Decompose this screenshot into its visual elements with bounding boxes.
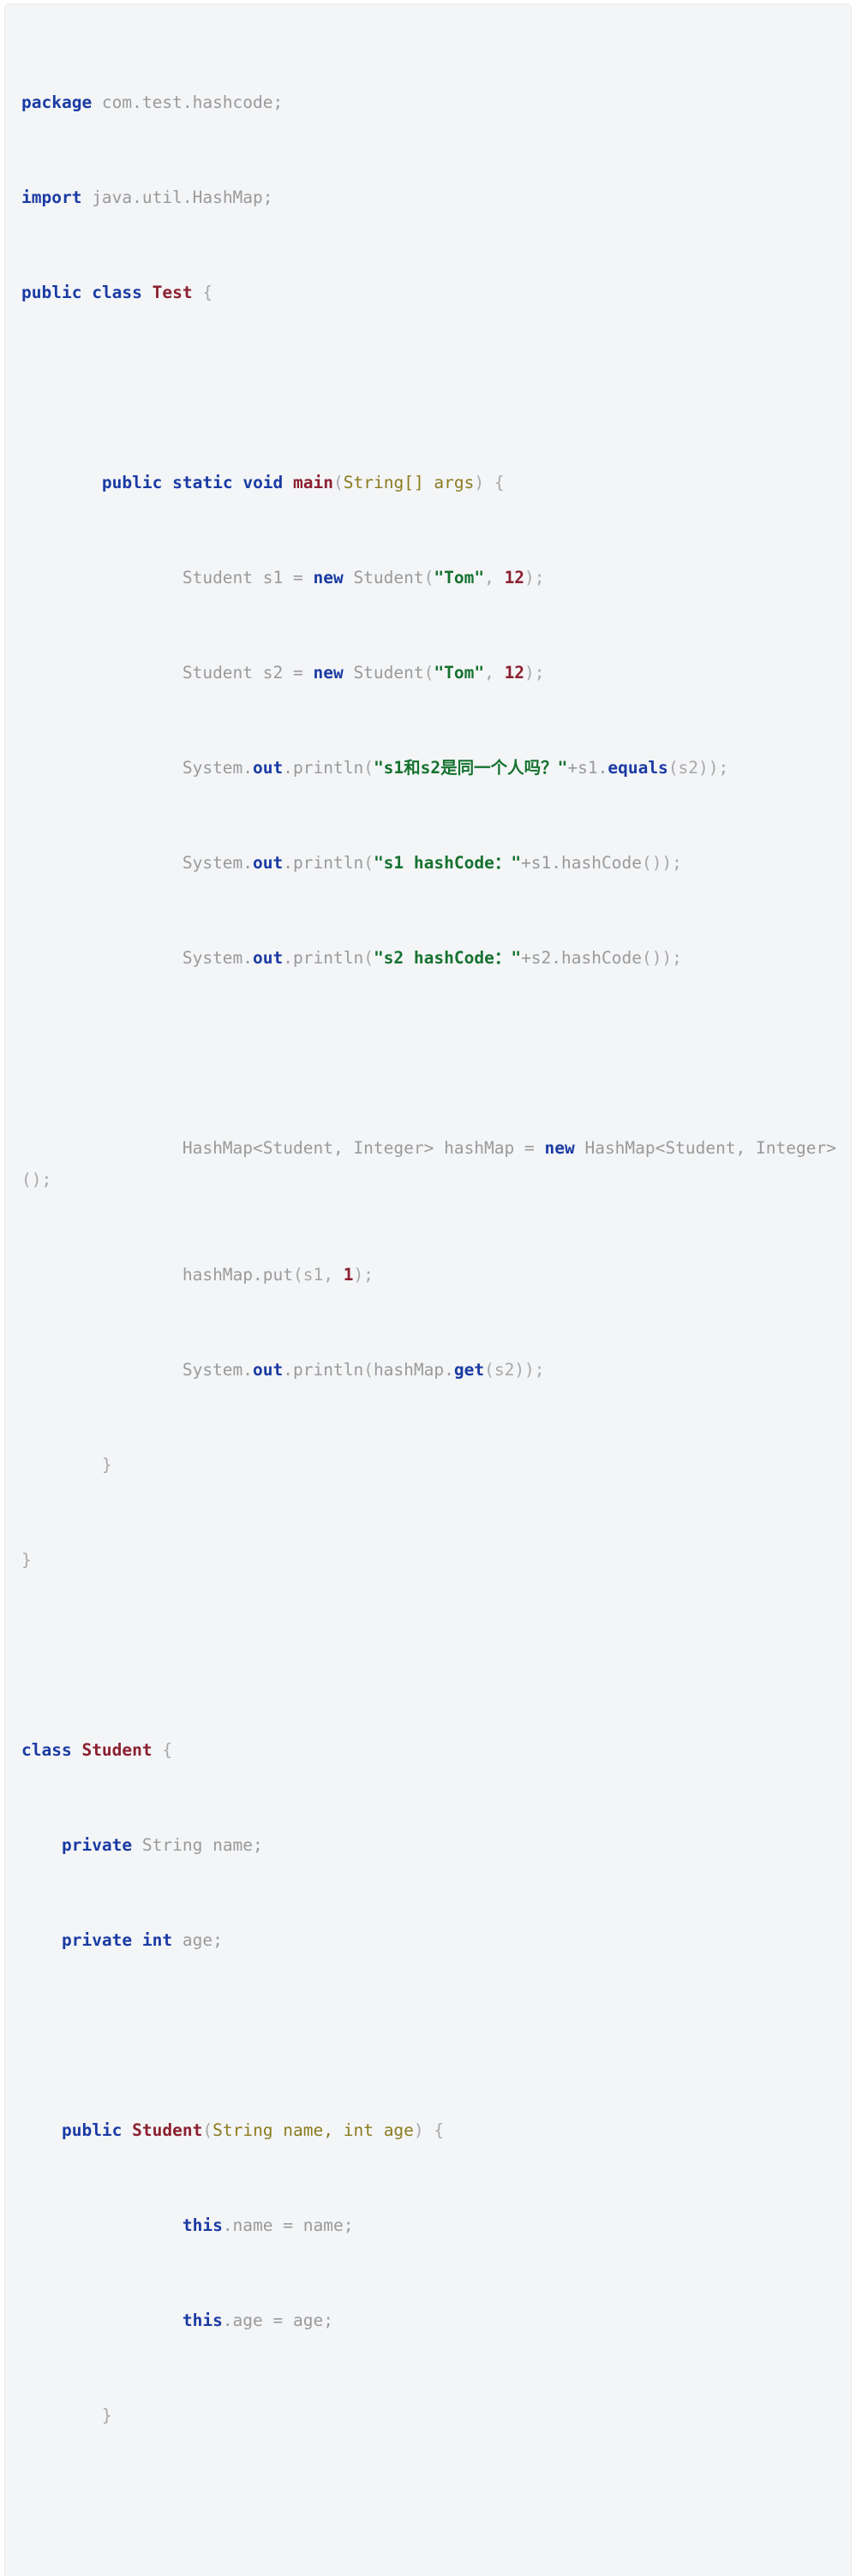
code-line-6: Student s1 = new Student("Tom", 12);: [182, 568, 545, 587]
code-line-7: Student s2 = new Student("Tom", 12);: [182, 663, 545, 683]
code-line-18: class Student {: [21, 1740, 173, 1760]
code-line-12: HashMap<Student, Integer> hashMap = new …: [21, 1138, 836, 1190]
string-same-person: "s1和s2是同一个人吗？": [373, 758, 568, 778]
type-student: Student: [81, 1740, 153, 1760]
code-line-19: private String name;: [61, 1835, 263, 1855]
param-args: String[] args: [343, 473, 475, 492]
code-line-16: }: [5, 1544, 851, 1576]
code-line-10: System.out.println("s2 hashCode："+s2.has…: [182, 948, 682, 968]
method-main: main: [293, 473, 334, 492]
constructor-student: Student: [132, 2120, 203, 2140]
method-get-call: get: [453, 1360, 485, 1380]
keyword-class: class: [92, 283, 142, 302]
code-line-14: System.out.println(hashMap.get(s2));: [182, 1360, 545, 1380]
brace-close-main: }: [21, 1455, 112, 1475]
field-age: age;: [172, 1930, 223, 1950]
package-name: com.test.hashcode;: [92, 92, 284, 112]
brace-close-test: }: [21, 1550, 32, 1570]
code-line-22: public Student(String name, int age) {: [61, 2120, 445, 2140]
brace-close-constructor: }: [21, 2406, 112, 2425]
code-line-8: System.out.println("s1和s2是同一个人吗？"+s1.equ…: [182, 758, 729, 778]
code-line-2: import java.util.HashMap;: [5, 182, 851, 213]
code-block: package com.test.hashcode; import java.u…: [4, 3, 852, 2576]
code-line-4-blank: [5, 372, 851, 403]
code-line-3: public class Test {: [5, 277, 851, 308]
code-line-11-blank: [5, 1037, 851, 1069]
code-line-25: }: [5, 2400, 851, 2431]
keyword-import: import: [21, 188, 82, 207]
type-test: Test: [152, 283, 193, 302]
method-equals-call-1: equals: [608, 758, 668, 778]
number-1: 1: [343, 1265, 354, 1285]
code-line-1: package com.test.hashcode;: [5, 86, 851, 118]
code-line-9: System.out.println("s1 hashCode："+s1.has…: [182, 853, 682, 873]
string-s2-hashcode: "s2 hashCode：": [373, 948, 522, 968]
string-tom-1: "Tom": [434, 568, 485, 587]
field-name: String name;: [132, 1835, 263, 1855]
field-out: out: [253, 758, 284, 778]
param-name-age: String name, int age: [213, 2120, 414, 2140]
string-s1-hashcode: "s1 hashCode：": [373, 853, 522, 873]
keyword-package: package: [21, 92, 93, 112]
import-name: java.util.HashMap;: [81, 188, 273, 207]
number-12-1: 12: [504, 568, 525, 587]
code-line-17-blank: [5, 1639, 851, 1671]
string-tom-2: "Tom": [434, 663, 485, 683]
code-line-13: hashMap.put(s1, 1);: [182, 1265, 374, 1285]
code-line-26-blank: [5, 2495, 851, 2526]
brace-open: {: [192, 283, 213, 302]
code-line-21-blank: [5, 2019, 851, 2051]
number-12-2: 12: [504, 663, 525, 683]
code-line-20: private int age;: [61, 1930, 223, 1950]
code-line-23: this.name = name;: [182, 2215, 354, 2235]
code-line-24: this.age = age;: [182, 2311, 333, 2330]
keyword-public: public: [21, 283, 82, 302]
hashmap-declaration: HashMap<Student, Integer> hashMap =: [182, 1138, 545, 1158]
code-line-15: }: [5, 1449, 851, 1481]
code-line-5: public static void main(String[] args) {: [101, 473, 505, 492]
